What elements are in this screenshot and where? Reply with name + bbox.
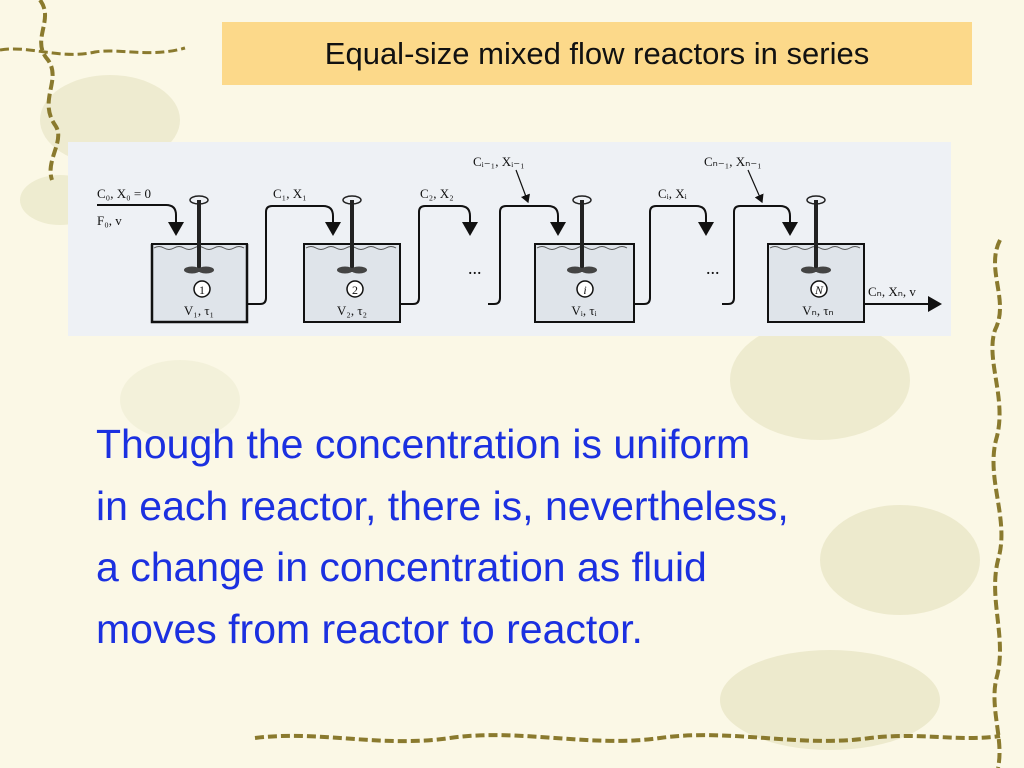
reactor-number: i [583,283,586,297]
impeller-icon [337,266,353,274]
reactor-2: 2 V₂, τ₂ [303,195,401,323]
reactor-number: N [814,283,824,297]
diagram-drawing: C₀, X₀ = 0 F₀, v 1 V₁, τ₁ C₁, X₁ [97,154,942,324]
reactor-i: i Vᵢ, τᵢ [534,195,635,323]
reactor-number-badge [346,280,364,298]
inlet-flow-label: F₀, v [97,213,122,228]
reactor-volume-label: V₁, τ₁ [184,303,214,318]
impeller-icon [801,266,817,274]
reactor-N: N Vₙ, τₙ [767,195,865,323]
body-line: in each reactor, there is, nevertheless, [96,482,789,529]
outlet-label: Cₙ, Xₙ, v [868,284,916,299]
reactor-number: 1 [199,283,205,297]
body-paragraph: Though the concentration is uniform in e… [96,414,976,660]
reactor-volume-label: V₂, τ₂ [337,303,367,318]
transfer-arrow [488,205,566,305]
vine-decoration [254,733,1001,744]
reactor-volume-label: Vₙ, τₙ [802,303,833,318]
leaf-decoration [730,320,910,440]
reactor-number-badge [810,280,828,298]
vine-decoration [990,239,1004,768]
stream-label: Cᵢ, Xᵢ [658,186,688,201]
leaf-decoration [720,650,940,750]
rotation-icon [189,195,209,205]
vine-decoration [38,0,61,181]
stream-label: Cₙ₋₁, Xₙ₋₁ [704,154,762,169]
reactor-number: 2 [352,283,358,297]
impeller-icon [567,266,583,274]
pointer-line [747,169,764,204]
body-line: Though the concentration is uniform [96,421,751,467]
leaf-decoration [120,360,240,440]
ellipsis: ... [706,258,720,278]
stream-label: Cᵢ₋₁, Xᵢ₋₁ [473,154,525,169]
transfer-arrow [722,205,798,305]
inlet-arrow [97,204,184,236]
inlet-concentration-label: C₀, X₀ = 0 [97,186,151,201]
stream-label: C₁, X₁ [273,186,307,201]
reactor-series-diagram: C₀, X₀ = 0 F₀, v 1 V₁, τ₁ C₁, X₁ [68,142,951,336]
reactor-volume-label: Vᵢ, τᵢ [571,303,597,318]
reactor-1: 1 V₁, τ₁ [150,195,249,324]
body-line: a change in concentration as fluid [96,544,707,590]
ellipsis: ... [468,258,482,278]
stream-label: C₂, X₂ [420,186,454,201]
body-line: moves from reactor to reactor. [96,605,643,652]
rotation-icon [806,195,826,205]
rotation-icon [572,195,592,205]
reactor-number-badge [193,280,211,298]
reactor-number-badge [576,280,594,298]
rotation-icon [342,195,362,205]
pointer-line [515,169,530,204]
transfer-arrow [247,205,341,305]
slide-title: Equal-size mixed flow reactors in series [222,22,972,85]
transfer-arrow [400,205,478,305]
vine-decoration [0,46,186,56]
transfer-arrow [634,205,714,305]
impeller-icon [184,266,200,274]
leaf-decoration [820,505,980,615]
